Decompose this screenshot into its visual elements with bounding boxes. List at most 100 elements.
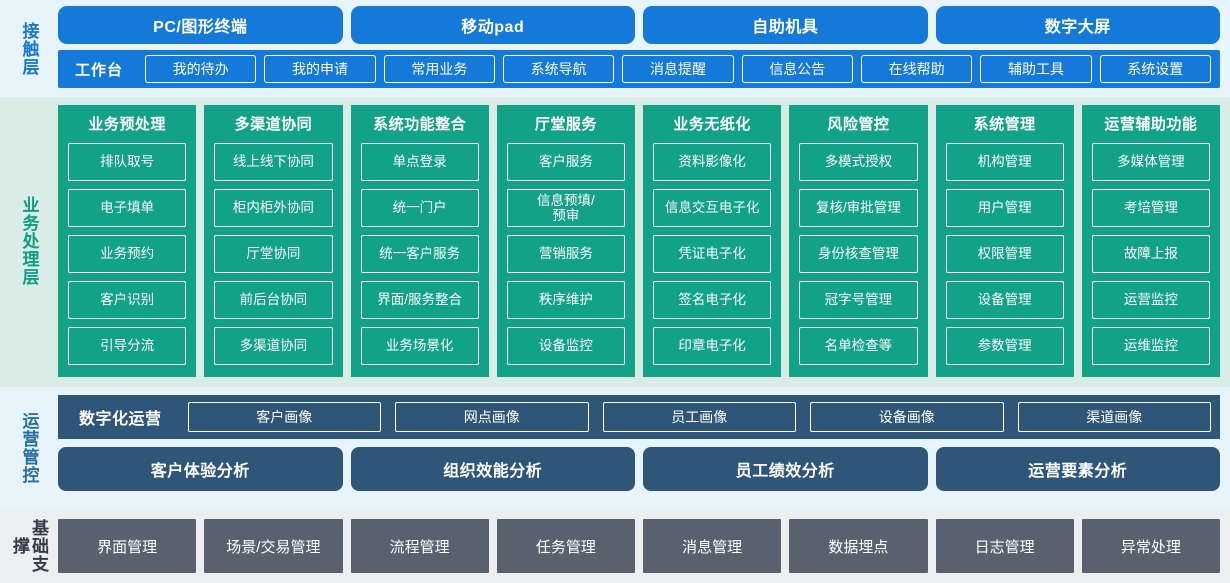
business-column-risk-control: 风险管控 多模式授权 复核/审批管理 身份核查管理 冠字号管理 名单检查等: [789, 105, 928, 377]
found-block-message-mgmt[interactable]: 消息管理: [643, 519, 782, 573]
biz-item-multimode-authorization[interactable]: 多模式授权: [799, 143, 918, 181]
workbench-bar: 工作台 我的待办 我的申请 常用业务 系统导航 消息提醒 信息公告 在线帮助 辅…: [58, 50, 1220, 88]
found-block-data-tracking[interactable]: 数据埋点: [789, 519, 928, 573]
ops-block-operation-factor-analysis[interactable]: 运营要素分析: [935, 447, 1220, 491]
biz-item-review-approval-mgmt[interactable]: 复核/审批管理: [799, 189, 918, 227]
biz-item-signature-digital[interactable]: 签名电子化: [653, 281, 772, 319]
biz-item-order-maintenance[interactable]: 秩序维护: [506, 281, 625, 319]
biz-item-organization-mgmt[interactable]: 机构管理: [945, 143, 1064, 181]
biz-item-device-monitoring[interactable]: 设备监控: [506, 327, 625, 365]
column-items: 资料影像化 信息交互电子化 凭证电子化 签名电子化 印章电子化: [653, 143, 772, 365]
column-title: 厅堂服务: [534, 116, 597, 133]
layer-foundation-body: 界面管理 场景/交易管理 流程管理 任务管理 消息管理 数据埋点 日志管理 异常…: [58, 519, 1220, 573]
ops-block-employee-performance-analysis[interactable]: 员工绩效分析: [643, 447, 928, 491]
found-block-exception-handling[interactable]: 异常处理: [1081, 519, 1220, 573]
func-chip-information-notice[interactable]: 信息公告: [741, 55, 853, 83]
biz-item-list-check[interactable]: 名单检查等: [799, 327, 918, 365]
biz-item-unified-customer-service[interactable]: 统一客户服务: [360, 235, 479, 273]
func-chip-auxiliary-tools[interactable]: 辅助工具: [980, 55, 1092, 83]
column-items: 多媒体管理 考培管理 故障上报 运营监控 运维监控: [1091, 143, 1210, 365]
biz-item-serial-number-mgmt[interactable]: 冠字号管理: [799, 281, 918, 319]
column-title: 运营辅助功能: [1104, 116, 1198, 133]
biz-item-user-mgmt[interactable]: 用户管理: [945, 189, 1064, 227]
ops-block-organization-efficiency-analysis[interactable]: 组织效能分析: [350, 447, 635, 491]
biz-item-business-scenario[interactable]: 业务场景化: [360, 327, 479, 365]
biz-item-identity-verification-mgmt[interactable]: 身份核查管理: [799, 235, 918, 273]
biz-item-prefill-pre-review[interactable]: 信息预填/ 预审: [506, 189, 625, 227]
func-chip-my-todo[interactable]: 我的待办: [145, 55, 257, 83]
foundation-blocks: 界面管理 场景/交易管理 流程管理 任务管理 消息管理 数据埋点 日志管理 异常…: [58, 519, 1220, 573]
biz-item-electronic-form[interactable]: 电子填单: [68, 189, 187, 227]
biz-item-ui-service-integration[interactable]: 界面/服务整合: [360, 281, 479, 319]
biz-item-guidance-diversion[interactable]: 引导分流: [68, 327, 187, 365]
func-chip-message-reminder[interactable]: 消息提醒: [622, 55, 734, 83]
biz-item-counter-collab[interactable]: 柜内柜外协同: [214, 189, 333, 227]
biz-item-voucher-digital[interactable]: 凭证电子化: [653, 235, 772, 273]
biz-item-info-exchange-digital[interactable]: 信息交互电子化: [653, 189, 772, 227]
ops-chip-branch-portrait[interactable]: 网点画像: [395, 402, 589, 432]
func-chip-system-settings[interactable]: 系统设置: [1099, 55, 1211, 83]
found-block-ui-mgmt[interactable]: 界面管理: [58, 519, 197, 573]
business-column-ops-support: 运营辅助功能 多媒体管理 考培管理 故障上报 运营监控 运维监控: [1081, 105, 1220, 377]
biz-item-customer-service[interactable]: 客户服务: [506, 143, 625, 181]
layer-foundation: 基础支撑 界面管理 场景/交易管理 流程管理 任务管理 消息管理 数据埋点 日志…: [0, 510, 1230, 583]
layer-label-contact: 接触层: [19, 21, 39, 76]
found-block-task-mgmt[interactable]: 任务管理: [496, 519, 635, 573]
business-column-paperless: 业务无纸化 资料影像化 信息交互电子化 凭证电子化 签名电子化 印章电子化: [643, 105, 782, 377]
biz-item-marketing-service[interactable]: 营销服务: [506, 235, 625, 273]
layer-operations-body: 数字化运营 客户画像 网点画像 员工画像 设备画像 渠道画像 客户体验分析 组织…: [58, 395, 1220, 501]
found-block-process-mgmt[interactable]: 流程管理: [350, 519, 489, 573]
channel-tabs: PC/图形终端 移动pad 自助机具 数字大屏: [58, 6, 1220, 44]
layer-label-business: 业务处理层: [19, 196, 39, 286]
ops-chip-device-portrait[interactable]: 设备画像: [810, 402, 1004, 432]
biz-item-training-mgmt[interactable]: 考培管理: [1091, 189, 1210, 227]
biz-item-permission-mgmt[interactable]: 权限管理: [945, 235, 1064, 273]
func-chip-system-navigation[interactable]: 系统导航: [503, 55, 615, 83]
layer-business: 业务处理层 业务预处理 排队取号 电子填单 业务预约 客户识别 引导分流 多渠道…: [0, 97, 1230, 387]
channel-tab-pc[interactable]: PC/图形终端: [58, 6, 343, 44]
biz-item-fault-reporting[interactable]: 故障上报: [1091, 235, 1210, 273]
biz-item-single-sign-on[interactable]: 单点登录: [360, 143, 479, 181]
func-chip-online-help[interactable]: 在线帮助: [860, 55, 973, 83]
biz-item-business-appointment[interactable]: 业务预约: [68, 235, 187, 273]
biz-item-unified-portal[interactable]: 统一门户: [360, 189, 479, 227]
biz-item-parameter-mgmt[interactable]: 参数管理: [945, 327, 1064, 365]
biz-item-lobby-collab[interactable]: 厅堂协同: [214, 235, 333, 273]
biz-item-multimedia-mgmt[interactable]: 多媒体管理: [1091, 143, 1210, 181]
channel-tab-mobile-pad[interactable]: 移动pad: [350, 6, 635, 44]
layer-contact-body: PC/图形终端 移动pad 自助机具 数字大屏 工作台 我的待办 我的申请 常用…: [58, 6, 1220, 91]
column-title: 系统管理: [973, 116, 1036, 133]
column-items: 排队取号 电子填单 业务预约 客户识别 引导分流: [68, 143, 187, 365]
biz-item-maintenance-monitoring[interactable]: 运维监控: [1091, 327, 1210, 365]
biz-item-operation-monitoring[interactable]: 运营监控: [1091, 281, 1210, 319]
ops-block-customer-experience-analysis[interactable]: 客户体验分析: [58, 447, 343, 491]
ops-chip-customer-portrait[interactable]: 客户画像: [187, 402, 382, 432]
channel-tab-digital-screen[interactable]: 数字大屏: [935, 6, 1220, 44]
biz-item-device-mgmt[interactable]: 设备管理: [945, 281, 1064, 319]
business-column-multichannel: 多渠道协同 线上线下协同 柜内柜外协同 厅堂协同 前后台协同 多渠道协同: [204, 105, 343, 377]
ops-chip-channel-portrait[interactable]: 渠道画像: [1017, 402, 1212, 432]
func-chip-common-business[interactable]: 常用业务: [383, 55, 495, 83]
business-column-preprocessing: 业务预处理 排队取号 电子填单 业务预约 客户识别 引导分流: [58, 105, 197, 377]
biz-item-front-back-collab[interactable]: 前后台协同: [214, 281, 333, 319]
found-block-scenario-transaction-mgmt[interactable]: 场景/交易管理: [204, 519, 343, 573]
column-items: 机构管理 用户管理 权限管理 设备管理 参数管理: [945, 143, 1064, 365]
business-column-system-mgmt: 系统管理 机构管理 用户管理 权限管理 设备管理 参数管理: [935, 105, 1074, 377]
biz-item-queue-number[interactable]: 排队取号: [68, 143, 187, 181]
business-columns: 业务预处理 排队取号 电子填单 业务预约 客户识别 引导分流 多渠道协同 线上线…: [58, 105, 1220, 377]
column-title: 系统功能整合: [373, 116, 467, 133]
func-chip-my-application[interactable]: 我的申请: [264, 55, 376, 83]
biz-item-multichannel-collab[interactable]: 多渠道协同: [214, 327, 333, 365]
biz-item-customer-identification[interactable]: 客户识别: [68, 281, 187, 319]
biz-item-online-offline-collab[interactable]: 线上线下协同: [214, 143, 333, 181]
digital-operations-title: 数字化运营: [79, 411, 162, 428]
workbench-title: 工作台: [75, 61, 124, 79]
column-title: 业务无纸化: [673, 116, 751, 133]
ops-chip-employee-portrait[interactable]: 员工画像: [602, 402, 797, 432]
biz-item-material-imaging[interactable]: 资料影像化: [653, 143, 772, 181]
layer-operations: 运营管控 数字化运营 客户画像 网点画像 员工画像 设备画像 渠道画像 客户体验…: [0, 387, 1230, 510]
business-column-system-integration: 系统功能整合 单点登录 统一门户 统一客户服务 界面/服务整合 业务场景化: [350, 105, 489, 377]
channel-tab-self-service[interactable]: 自助机具: [643, 6, 928, 44]
found-block-log-mgmt[interactable]: 日志管理: [935, 519, 1074, 573]
biz-item-seal-digital[interactable]: 印章电子化: [653, 327, 772, 365]
